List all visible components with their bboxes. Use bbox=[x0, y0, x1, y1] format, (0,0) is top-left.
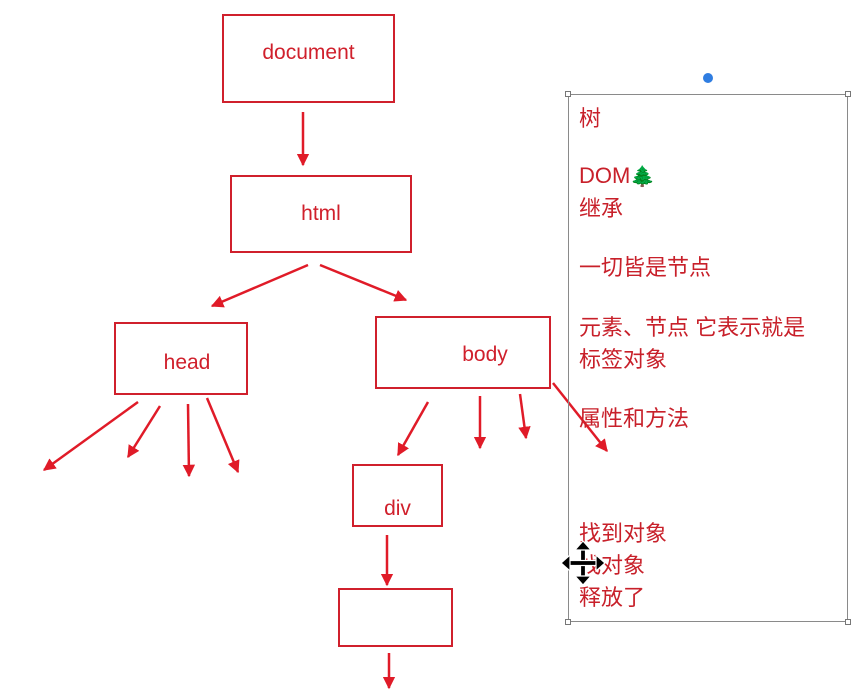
note-dom-text: DOM bbox=[579, 163, 631, 188]
arrow-head-child-3 bbox=[182, 403, 196, 478]
node-document-label: document bbox=[262, 40, 355, 64]
note-dom: DOM🌲 bbox=[579, 163, 655, 190]
resize-handle-top-right[interactable] bbox=[845, 91, 851, 97]
node-head: head bbox=[114, 322, 248, 395]
arrow-head-child-2 bbox=[126, 405, 162, 459]
resize-handle-top-left[interactable] bbox=[565, 91, 571, 97]
node-head-label: head bbox=[163, 350, 211, 374]
node-html: html bbox=[230, 175, 412, 253]
arrow-html-head bbox=[210, 263, 309, 308]
node-body: body bbox=[375, 316, 551, 389]
note-release: 释放了 bbox=[579, 585, 646, 610]
node-document: document bbox=[222, 14, 395, 103]
node-empty bbox=[338, 588, 453, 647]
note-inherit: 继承 bbox=[579, 196, 624, 221]
note-props-methods: 属性和方法 bbox=[579, 406, 690, 431]
arrow-head-child-1 bbox=[42, 400, 139, 472]
arrow-body-div bbox=[396, 401, 430, 457]
node-div-label: div bbox=[384, 496, 411, 520]
tree-icon: 🌲 bbox=[630, 166, 656, 188]
resize-handle-bottom-right[interactable] bbox=[845, 619, 851, 625]
node-body-label: body bbox=[462, 342, 508, 366]
node-div: div bbox=[352, 464, 443, 527]
arrow-body-child-4 bbox=[552, 382, 608, 452]
resize-handle-bottom-left[interactable] bbox=[565, 619, 571, 625]
note-element-node: 元素、节点 它表示就是 bbox=[579, 315, 806, 340]
arrow-html-body bbox=[319, 263, 408, 302]
arrow-body-child-3 bbox=[518, 393, 531, 440]
move-cursor-icon bbox=[560, 540, 606, 586]
arrow-head-child-4 bbox=[205, 397, 240, 474]
node-html-label: html bbox=[301, 202, 341, 225]
note-tag-object: 标签对象 bbox=[579, 347, 668, 372]
note-find-object: 找到对象 bbox=[579, 521, 668, 546]
notes-textbox[interactable] bbox=[568, 94, 848, 622]
rotate-handle[interactable] bbox=[703, 73, 713, 83]
note-tree: 树 bbox=[579, 106, 602, 131]
note-everything-node: 一切皆是节点 bbox=[579, 255, 712, 280]
